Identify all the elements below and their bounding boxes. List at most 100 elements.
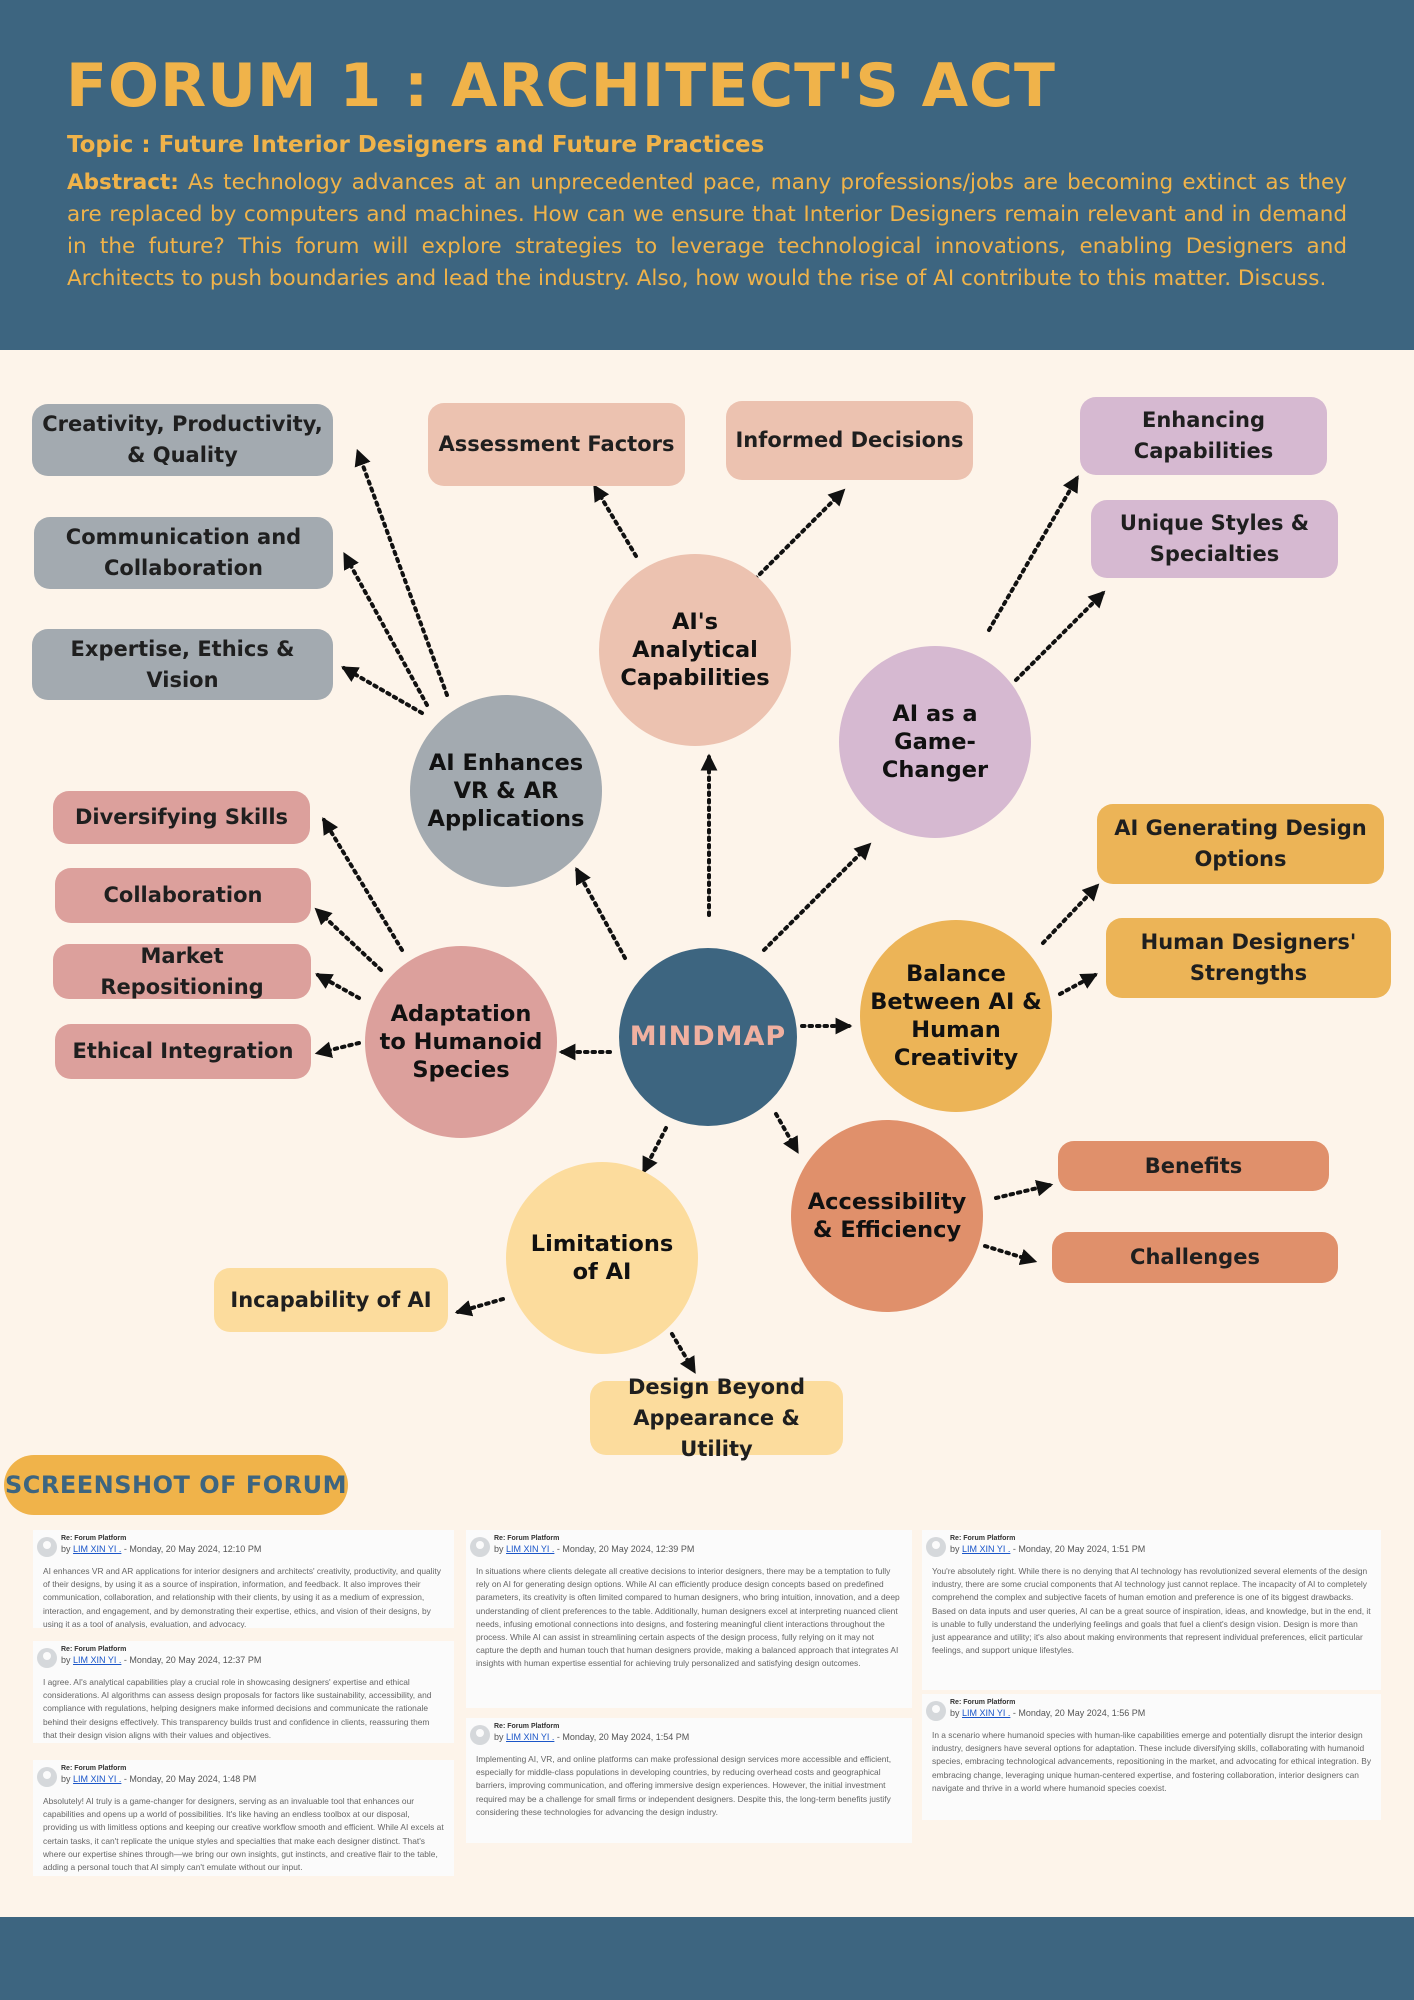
post-body: In situations where clients delegate all… [476, 1566, 900, 1669]
leaf-enhancing: Enhancing Capabilities [1080, 397, 1327, 475]
arrow-to-incapability [454, 1297, 505, 1317]
branch-accessibility: Accessibility & Efficiency [791, 1120, 983, 1312]
leaf-diversifying: Diversifying Skills [53, 791, 310, 844]
forum-post-card: Re: Forum Platform by LIM XIN YI . - Mon… [922, 1694, 1381, 1820]
post-author-link[interactable]: LIM XIN YI . [962, 1708, 1011, 1718]
avatar [926, 1701, 946, 1721]
mindmap-center: MINDMAP [619, 948, 797, 1126]
arrow-to-challenges [983, 1244, 1038, 1266]
forum-post-card: Re: Forum Platform by LIM XIN YI . - Mon… [33, 1760, 454, 1876]
leaf-market-label: Market Repositioning [100, 943, 264, 999]
abstract-label: Abstract: [67, 170, 179, 195]
leaf-generating: AI Generating Design Options [1097, 804, 1384, 884]
leaf-market: Market Repositioning [53, 944, 311, 999]
arrow-to-diversifying [322, 817, 404, 952]
avatar [37, 1537, 57, 1557]
branch-vr-ar-label: AI Enhances VR & AR Applications [427, 750, 585, 832]
post-author-link[interactable]: LIM XIN YI . [73, 1774, 122, 1784]
post-date: - Monday, 20 May 2024, 1:54 PM [556, 1732, 690, 1742]
post-date: - Monday, 20 May 2024, 1:48 PM [123, 1774, 257, 1784]
avatar [926, 1537, 946, 1557]
arrow-to-unique [1014, 590, 1106, 682]
leaf-ethical: Ethical Integration [55, 1024, 311, 1079]
post-body: In a scenario where humanoid species wit… [932, 1730, 1372, 1793]
arrow-to-limitations [642, 1126, 668, 1174]
post-body: Absolutely! AI truly is a game-changer f… [43, 1796, 444, 1873]
page-title: FORUM 1 : ARCHITECT'S ACT [66, 51, 1056, 121]
arrow-to-benefits [994, 1179, 1054, 1200]
post-by: by [950, 1544, 960, 1554]
leaf-unique-label: Unique Styles & Specialties [1119, 511, 1310, 566]
arrow-to-accessibility [774, 1112, 799, 1154]
leaf-collaboration: Collaboration [55, 868, 311, 923]
post-meta: by LIM XIN YI . - Monday, 20 May 2024, 1… [950, 1543, 1371, 1556]
leaf-expertise-label: Expertise, Ethics & Vision [70, 636, 295, 692]
leaf-informed: Informed Decisions [726, 401, 973, 480]
post-meta: by LIM XIN YI . - Monday, 20 May 2024, 1… [494, 1731, 902, 1744]
abstract-paragraph: Abstract: As technology advances at an u… [67, 167, 1347, 295]
topic-line: Topic : Future Interior Designers and Fu… [67, 132, 765, 158]
avatar [470, 1725, 490, 1745]
post-body: Implementing AI, VR, and online platform… [476, 1754, 892, 1817]
leaf-challenges-label: Challenges [1130, 1245, 1260, 1269]
post-meta: by LIM XIN YI . - Monday, 20 May 2024, 1… [61, 1773, 444, 1786]
arrow-to-ethical [314, 1041, 361, 1058]
leaf-creativity: Creativity, Productivity, & Quality [32, 404, 333, 476]
arrow-to-human-strengths [1058, 973, 1098, 996]
leaf-assessment-label: Assessment Factors [438, 432, 675, 456]
post-author-link[interactable]: LIM XIN YI . [506, 1732, 555, 1742]
post-body: AI enhances VR and AR applications for i… [43, 1566, 441, 1628]
leaf-incapability-label: Incapability of AI [230, 1287, 432, 1312]
forum-section-label: SCREENSHOT OF FORUM [4, 1455, 348, 1515]
leaf-informed-label: Informed Decisions [735, 428, 964, 452]
leaf-human-strengths: Human Designers' Strengths [1106, 918, 1391, 998]
arrow-to-market [315, 973, 361, 1000]
post-author-link[interactable]: LIM XIN YI . [962, 1544, 1011, 1554]
forum-section-label-text: SCREENSHOT OF FORUM [4, 1471, 348, 1499]
post-meta: by LIM XIN YI . - Monday, 20 May 2024, 1… [61, 1654, 444, 1667]
forum-post-card: Re: Forum Platform by LIM XIN YI . - Mon… [33, 1530, 454, 1628]
post-body: I agree. AI's analytical capabilities pl… [43, 1677, 432, 1740]
post-subject: Re: Forum Platform [61, 1646, 127, 1653]
post-subject: Re: Forum Platform [494, 1535, 560, 1542]
leaf-human-strengths-label: Human Designers' Strengths [1140, 930, 1357, 985]
leaf-ethical-label: Ethical Integration [72, 1039, 294, 1063]
avatar [470, 1537, 490, 1557]
arrow-to-design-beyond [670, 1332, 696, 1374]
branch-limitations-label: Limitations of AI [530, 1231, 674, 1285]
abstract-text: As technology advances at an unprecedent… [67, 170, 1347, 291]
branch-analytical: AI's Analytical Capabilities [599, 554, 791, 746]
arrow-to-collaboration [314, 907, 383, 972]
post-meta: by LIM XIN YI . - Monday, 20 May 2024, 1… [950, 1707, 1371, 1720]
leaf-collaboration-label: Collaboration [103, 883, 263, 907]
post-by: by [61, 1774, 71, 1784]
arrow-to-informed [742, 488, 846, 592]
arrow-to-expertise [341, 666, 424, 715]
arrow-to-creativity [354, 448, 449, 697]
post-by: by [494, 1544, 504, 1554]
leaf-diversifying-label: Diversifying Skills [74, 805, 289, 829]
footer-band [0, 1917, 1414, 2000]
branch-accessibility-label: Accessibility & Efficiency [807, 1189, 967, 1243]
arrow-to-game-changer [762, 842, 872, 952]
branch-analytical-label: AI's Analytical Capabilities [620, 609, 770, 691]
forum-post-card: Re: Forum Platform by LIM XIN YI . - Mon… [33, 1641, 454, 1743]
post-date: - Monday, 20 May 2024, 12:37 PM [123, 1655, 262, 1665]
branch-limitations: Limitations of AI [506, 1162, 698, 1354]
branch-game-changer: AI as a Game-Changer [839, 646, 1031, 838]
branch-vr-ar: AI Enhances VR & AR Applications [410, 695, 602, 887]
arrow-to-enhancing [987, 475, 1079, 632]
leaf-expertise: Expertise, Ethics & Vision [32, 629, 333, 700]
post-by: by [494, 1732, 504, 1742]
leaf-enhancing-label: Enhancing Capabilities [1133, 408, 1274, 463]
leaf-benefits-label: Benefits [1144, 1153, 1243, 1178]
leaf-benefits: Benefits [1058, 1141, 1329, 1191]
post-author-link[interactable]: LIM XIN YI . [73, 1544, 122, 1554]
post-date: - Monday, 20 May 2024, 12:10 PM [123, 1544, 262, 1554]
post-author-link[interactable]: LIM XIN YI . [73, 1655, 122, 1665]
forum-post-card: Re: Forum Platform by LIM XIN YI . - Mon… [466, 1718, 912, 1843]
post-meta: by LIM XIN YI . - Monday, 20 May 2024, 1… [61, 1543, 444, 1556]
post-author-link[interactable]: LIM XIN YI . [506, 1544, 555, 1554]
post-subject: Re: Forum Platform [61, 1535, 127, 1542]
arrow-to-vr-ar [575, 867, 627, 960]
